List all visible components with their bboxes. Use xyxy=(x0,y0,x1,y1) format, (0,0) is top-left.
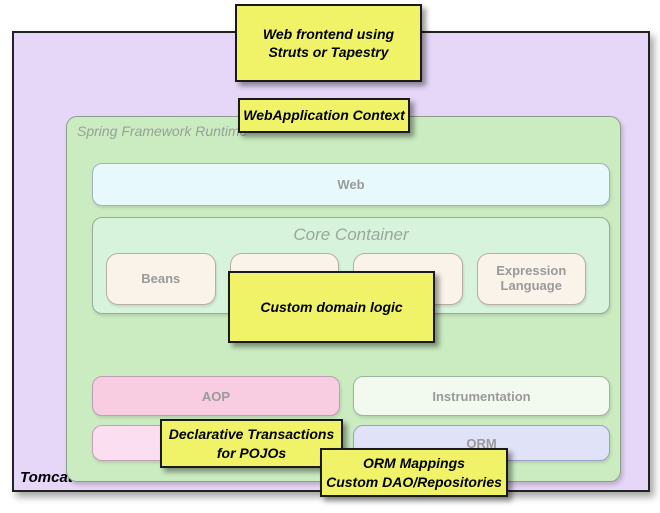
web-module-label: Web xyxy=(337,177,365,192)
instrumentation-module-box: Instrumentation xyxy=(353,376,610,416)
orm-module-label: ORM xyxy=(466,435,497,451)
instrumentation-module-label: Instrumentation xyxy=(432,388,531,404)
aop-module-box: AOP xyxy=(92,376,340,416)
note-declarative-transactions-line2: for POJOs xyxy=(216,444,287,461)
beans-module-box: Beans xyxy=(106,253,216,305)
beans-module-label: Beans xyxy=(141,270,181,286)
expression-language-module-label: Expression Language xyxy=(496,263,567,293)
note-custom-domain-logic: Custom domain logic xyxy=(228,271,435,343)
expression-language-module-box: Expression Language xyxy=(476,253,586,305)
note-declarative-transactions-line1: Declarative Transactions xyxy=(168,426,335,443)
note-orm-mappings-line2: Custom DAO/Repositories xyxy=(326,473,502,490)
note-web-frontend-line1: Web frontend using xyxy=(262,25,395,42)
core-container-title: Core Container xyxy=(293,225,409,244)
note-web-frontend: Web frontend using Struts or Tapestry xyxy=(235,4,422,82)
note-orm-mappings-line1: ORM Mappings xyxy=(363,455,465,472)
note-webapplication-context-line1: WebApplication Context xyxy=(243,107,405,124)
note-orm-mappings: ORM Mappings Custom DAO/Repositories xyxy=(320,448,508,497)
spring-framework-runtime-label: Spring Framework Runtime xyxy=(77,123,248,139)
note-webapplication-context: WebApplication Context xyxy=(238,98,410,133)
web-module-box: Web xyxy=(92,163,610,206)
aop-module-label: AOP xyxy=(201,388,231,404)
note-web-frontend-line2: Struts or Tapestry xyxy=(268,44,389,60)
note-custom-domain-logic-line1: Custom domain logic xyxy=(260,298,403,315)
note-declarative-transactions: Declarative Transactions for POJOs xyxy=(160,419,343,468)
